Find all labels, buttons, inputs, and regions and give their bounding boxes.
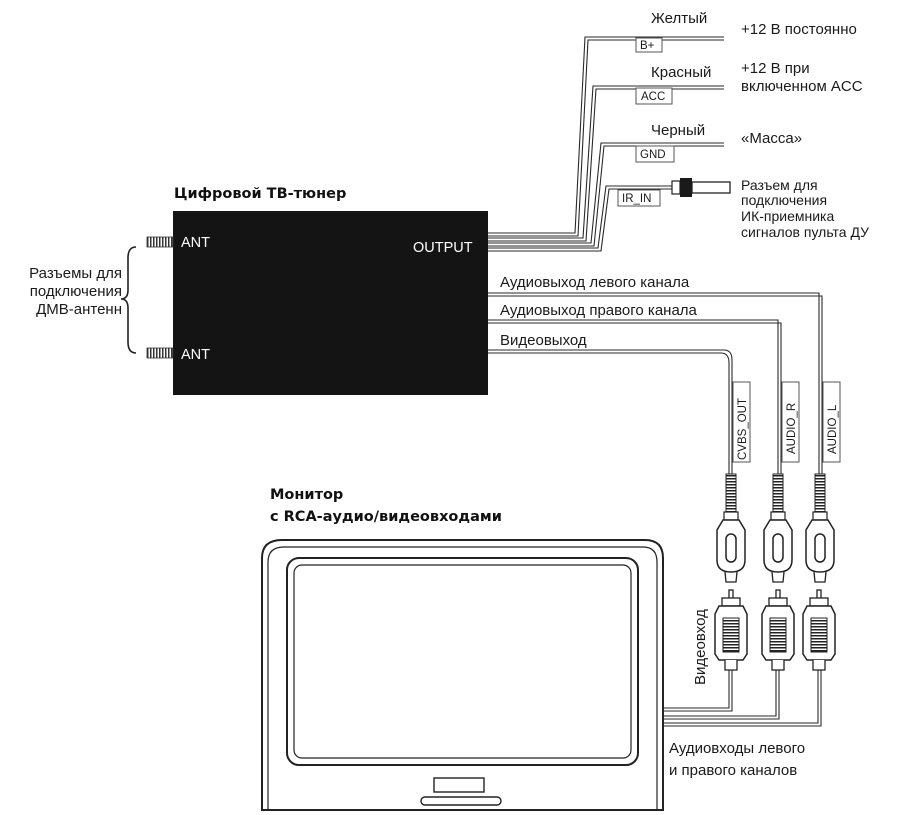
ir-desc-line2: подключения <box>741 192 827 208</box>
tag-b-plus: B+ <box>640 40 655 52</box>
wire-black-desc: «Масса» <box>741 130 802 147</box>
video-in-label: Видеовход <box>692 609 709 685</box>
ir-jack-connector <box>671 178 731 197</box>
video-out-label: Видеовыход <box>500 332 587 349</box>
ir-desc-line1: Разъем для <box>741 177 818 193</box>
tuner-body <box>173 211 488 395</box>
monitor-title-line2: с RCA-аудио/видеовходами <box>270 509 502 525</box>
wire-red <box>488 85 724 239</box>
rca-male-audio-l <box>802 589 836 671</box>
wire-red-desc-line1: +12 В при <box>741 60 810 77</box>
rca-female-audio-r <box>763 473 793 583</box>
ant-bottom-label: ANT <box>181 347 210 363</box>
audio-in-line2: и правого каналов <box>669 762 797 779</box>
cable-video-in <box>660 670 730 709</box>
audio-in-line1: Аудиовходы левого <box>669 740 805 757</box>
wire-yellow <box>488 36 724 234</box>
wire-black-name: Черный <box>651 122 705 139</box>
wire-ir <box>488 185 672 249</box>
rca-female-video <box>716 473 746 583</box>
antenna-note-line1: Разъемы для <box>29 265 122 282</box>
cable-audio-l-in-2 <box>660 670 822 727</box>
tag-cvbs-out: CVBS_OUT <box>737 398 749 460</box>
wire-audio-l <box>488 292 820 475</box>
output-label: OUTPUT <box>413 240 473 256</box>
wire-yellow-desc: +12 В постоянно <box>741 21 857 38</box>
antenna-note-line2: подключения <box>30 283 122 300</box>
audio-r-out-label: Аудиовыход правого канала <box>500 302 698 319</box>
wire-audio-r <box>488 319 779 475</box>
monitor-button <box>433 777 485 793</box>
wire-video-2 <box>488 352 730 475</box>
monitor-title-line1: Монитор <box>270 487 343 503</box>
cable-audio-r-in <box>660 670 777 717</box>
tag-audio-r: AUDIO_R <box>786 403 798 454</box>
tuner-title: Цифровой ТВ-тюнер <box>174 186 346 202</box>
audio-l-out-label: Аудиовыход левого канала <box>500 274 690 291</box>
ir-desc-line4: сигналов пульта ДУ <box>741 224 869 240</box>
tag-audio-l: AUDIO_L <box>827 404 839 454</box>
wire-video <box>488 349 733 475</box>
tag-acc: ACC <box>641 91 665 103</box>
tag-ir-in: IR_IN <box>622 193 651 205</box>
wire-red-2 <box>488 88 724 242</box>
tag-gnd: GND <box>640 149 666 161</box>
rca-male-audio-r <box>761 589 795 671</box>
cable-audio-r-in-2 <box>660 670 780 720</box>
antenna-connector-top <box>146 236 174 248</box>
cable-video-in-2 <box>660 670 733 712</box>
wire-yellow-name: Желтый <box>651 10 707 27</box>
ant-top-label: ANT <box>181 235 210 251</box>
wire-audio-l-2 <box>488 295 823 475</box>
monitor <box>261 539 664 811</box>
antenna-note-line3: ДМВ-антенн <box>36 301 122 318</box>
rca-male-video <box>714 589 748 671</box>
wire-ir-2 <box>488 188 672 252</box>
rca-female-audio-l <box>805 473 835 583</box>
cable-audio-l-in <box>660 670 819 724</box>
antenna-connector-bottom <box>146 347 174 359</box>
antenna-brace <box>120 246 137 354</box>
ir-desc-line3: ИК-приемника <box>741 208 834 224</box>
wire-red-desc-line2: включенном ACC <box>741 78 863 95</box>
wire-audio-r-2 <box>488 322 782 475</box>
monitor-slot <box>420 796 502 806</box>
wire-red-name: Красный <box>651 64 711 81</box>
wire-black <box>488 142 724 244</box>
